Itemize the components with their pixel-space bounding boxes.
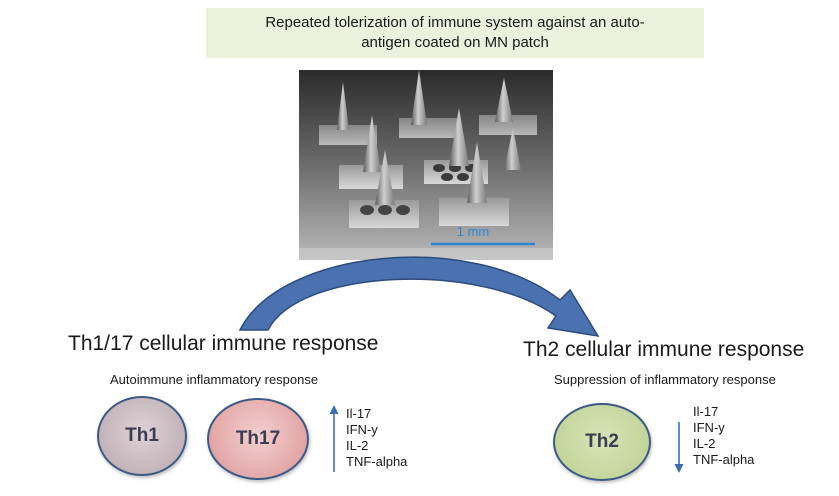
- left-cytokine-list: Il-17 IFN-y IL-2 TNF-alpha: [346, 406, 407, 470]
- left-heading: Th1/17 cellular immune response: [68, 332, 379, 355]
- th17-label: Th17: [235, 428, 281, 449]
- up-arrow-icon: [329, 405, 339, 472]
- th2-label: Th2: [585, 431, 619, 452]
- down-arrow-icon: [674, 422, 684, 473]
- caption-line-1: Repeated tolerization of immune system a…: [265, 14, 645, 31]
- left-subheading: Autoimmune inflammatory response: [110, 372, 319, 387]
- cytokine-item: IFN-y: [346, 422, 378, 437]
- cytokine-item: TNF-alpha: [693, 452, 755, 467]
- th17-cell: Th17: [207, 398, 309, 480]
- th1-label: Th1: [125, 425, 159, 446]
- cytokine-item: TNF-alpha: [346, 454, 408, 469]
- caption-box: Repeated tolerization of immune system a…: [206, 8, 704, 58]
- cytokine-item: Il-17: [693, 404, 719, 419]
- right-heading: Th2 cellular immune response: [523, 338, 805, 361]
- caption-line-2: antigen coated on MN patch: [361, 34, 549, 51]
- microneedle-sem-image: 1 mm: [299, 70, 553, 260]
- cytokine-item: Il-17: [346, 406, 372, 421]
- right-subheading: Suppression of inflammatory response: [554, 372, 776, 387]
- th2-cell: Th2: [553, 403, 651, 481]
- right-cytokine-list: Il-17 IFN-y IL-2 TNF-alpha: [693, 404, 754, 468]
- cytokine-item: IL-2: [693, 436, 716, 451]
- cytokine-item: IL-2: [346, 438, 369, 453]
- cytokine-item: IFN-y: [693, 420, 725, 435]
- scale-bar-label: 1 mm: [457, 224, 490, 239]
- th1-cell: Th1: [97, 396, 187, 476]
